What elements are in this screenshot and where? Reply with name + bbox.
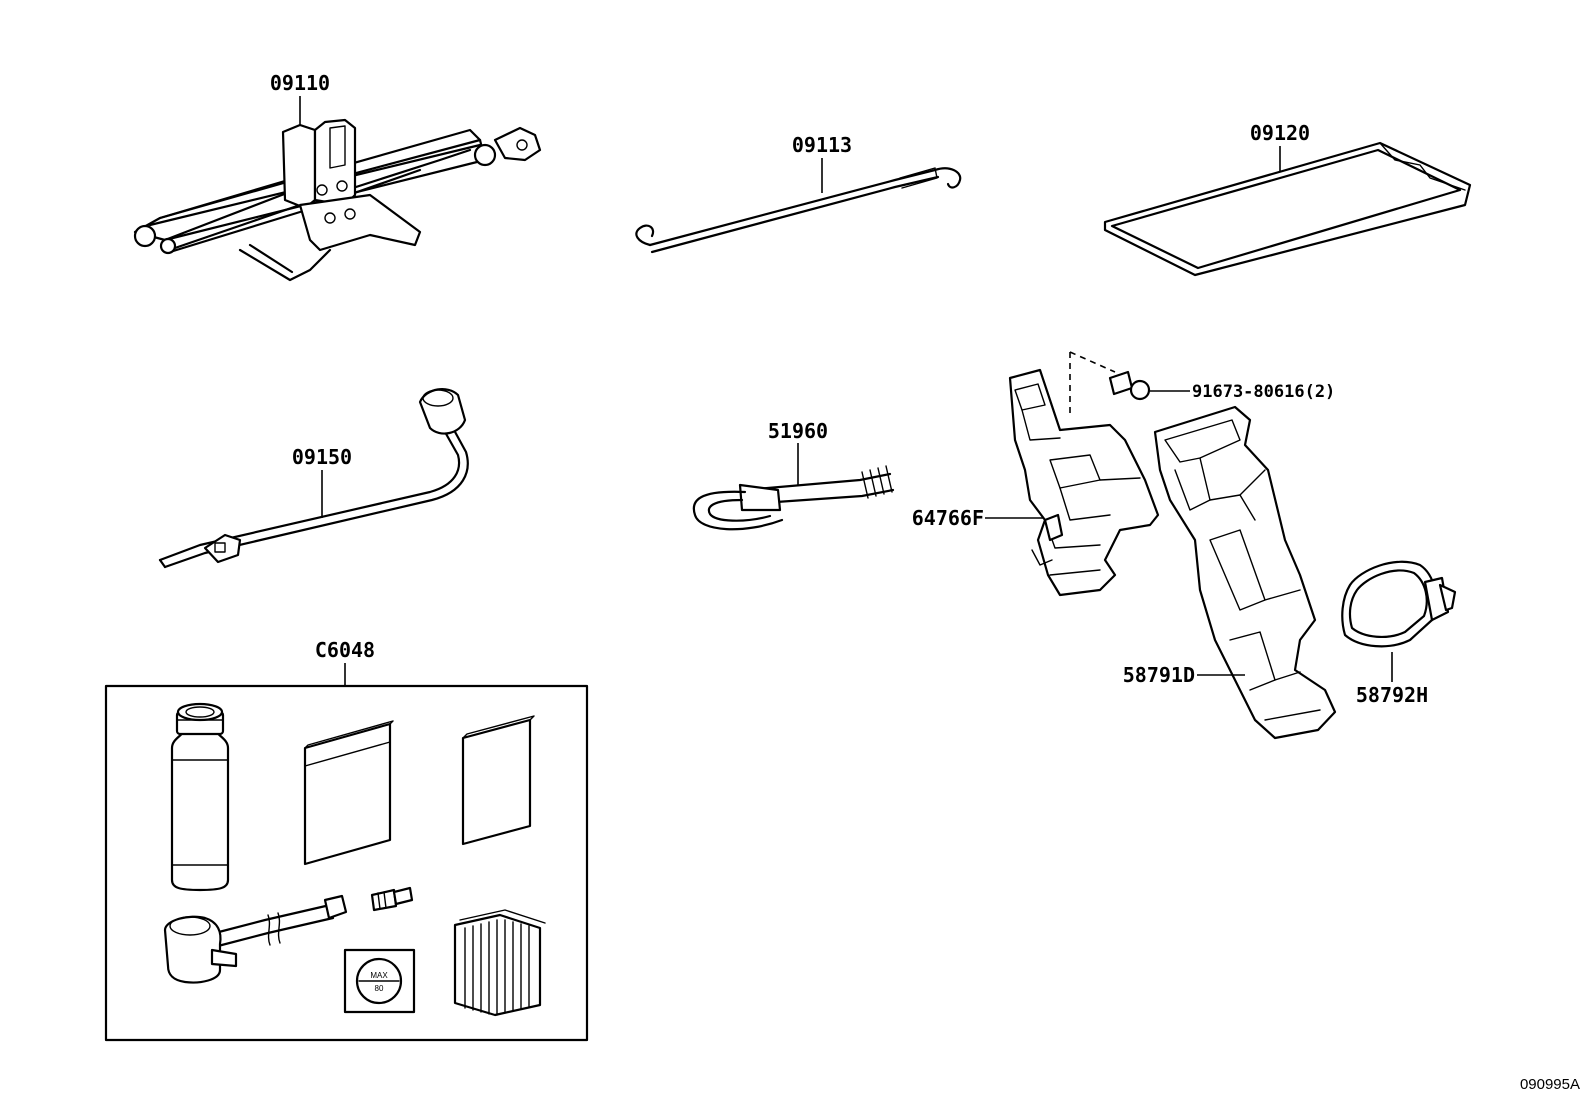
instruction-card-icon (461, 715, 535, 846)
label-jack: 09110 (270, 71, 330, 95)
label-handle: 09113 (792, 133, 852, 157)
hose-adapter-icon (163, 894, 348, 984)
label-bag: 09120 (1250, 121, 1310, 145)
strap-drawing (1341, 560, 1457, 682)
handle-drawing (635, 158, 962, 254)
speed-sticker-icon: MAX 80 (343, 948, 416, 1014)
label-holder: 64766F (912, 506, 984, 530)
bolt-drawing (1108, 370, 1190, 401)
label-kit: C6048 (315, 638, 375, 662)
holder-drawing (985, 351, 1160, 597)
bag-drawing (1103, 141, 1472, 277)
valve-core-icon (370, 886, 414, 912)
hook-drawing (692, 443, 895, 531)
jack-drawing (133, 96, 542, 282)
label-bolt: 91673-80616(2) (1192, 382, 1335, 402)
wrench-drawing (158, 388, 469, 569)
label-strap: 58792H (1356, 683, 1428, 707)
label-tray: 58791D (1123, 663, 1195, 687)
tray-drawing (1153, 405, 1337, 740)
kit-drawing: MAX 80 (104, 663, 589, 1042)
patch-stack-icon (453, 909, 546, 1017)
diagram-code: 090995A (1520, 1076, 1580, 1093)
svg-text:MAX: MAX (370, 971, 388, 980)
label-hook: 51960 (768, 419, 828, 443)
packet-large-icon (303, 720, 394, 866)
sealant-bottle-icon (170, 702, 230, 892)
svg-text:80: 80 (375, 984, 384, 993)
label-wrench: 09150 (292, 445, 352, 469)
